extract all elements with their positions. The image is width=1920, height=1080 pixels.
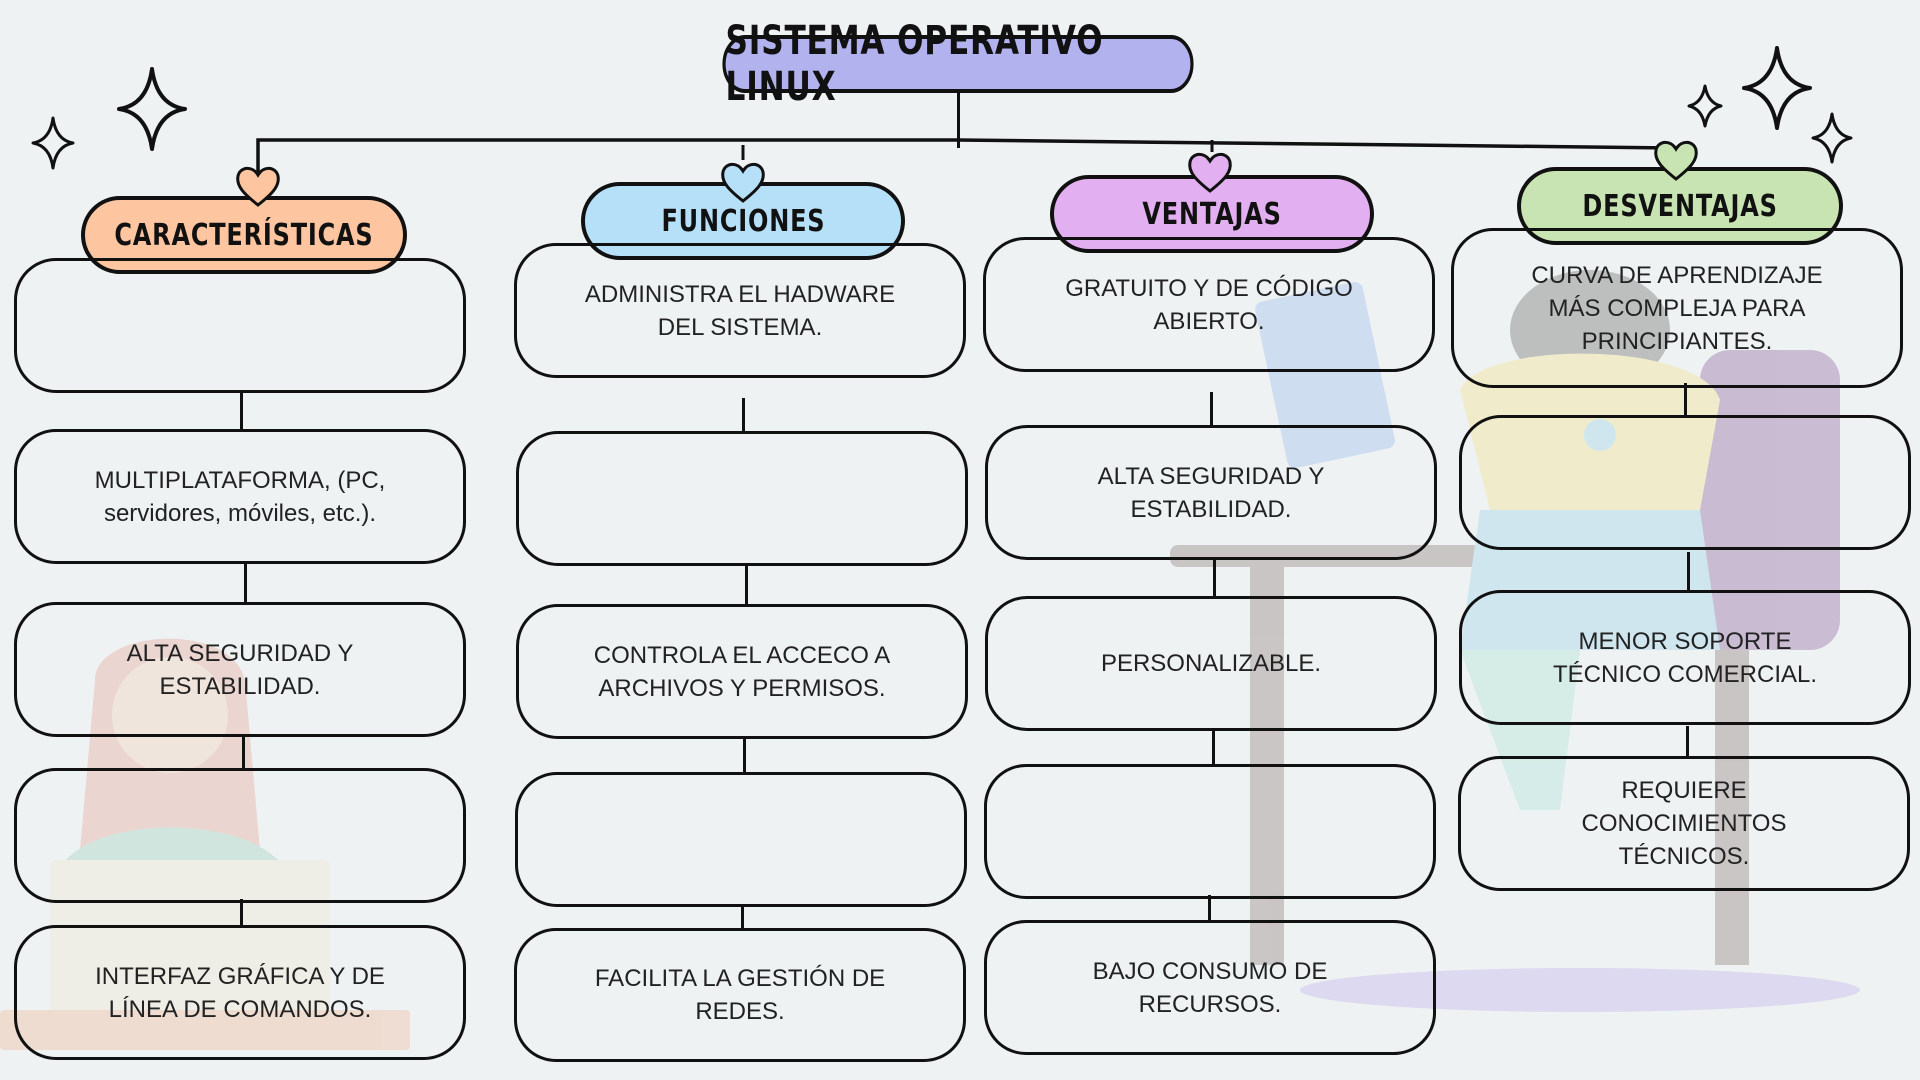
caracteristicas-box-1 bbox=[14, 258, 466, 393]
column-line bbox=[1213, 558, 1216, 596]
column-line bbox=[240, 393, 243, 429]
column-line bbox=[1687, 552, 1690, 592]
diagram-title: SISTEMA OPERATIVO LINUX bbox=[722, 18, 1194, 110]
column-line bbox=[745, 566, 748, 604]
column-line bbox=[741, 904, 744, 928]
ventajas-box-1: GRATUITO Y DE CÓDIGO ABIERTO. bbox=[983, 237, 1435, 372]
column-line bbox=[240, 899, 243, 925]
column-line bbox=[742, 398, 745, 431]
funciones-box-4 bbox=[515, 772, 967, 907]
caracteristicas-box-3: ALTA SEGURIDAD Y ESTABILIDAD. bbox=[14, 602, 466, 737]
ventajas-box-3: PERSONALIZABLE. bbox=[985, 596, 1437, 731]
desventajas-box-3: MENOR SOPORTE TÉCNICO COMERCIAL. bbox=[1459, 590, 1911, 725]
sparkle-icon bbox=[31, 116, 75, 170]
heart-icon bbox=[1654, 140, 1698, 181]
caracteristicas-box-4 bbox=[14, 768, 466, 903]
funciones-box-5: FACILITA LA GESTIÓN DE REDES. bbox=[514, 928, 966, 1062]
heart-icon bbox=[721, 162, 765, 203]
column-line bbox=[743, 738, 746, 772]
heart-icon bbox=[1188, 152, 1232, 193]
sparkle-icon bbox=[1811, 112, 1853, 164]
desventajas-box-1: CURVA DE APRENDIZAJE MÁS COMPLEJA PARA P… bbox=[1451, 228, 1903, 388]
ventajas-box-5: BAJO CONSUMO DE RECURSOS. bbox=[984, 920, 1436, 1055]
header-caracteristicas: CARACTERÍSTICAS bbox=[81, 196, 407, 274]
column-line bbox=[1212, 730, 1215, 764]
header-label: FUNCIONES bbox=[661, 203, 825, 239]
funciones-box-1: ADMINISTRA EL HADWARE DEL SISTEMA. bbox=[514, 243, 966, 378]
funciones-box-3: CONTROLA EL ACCECO A ARCHIVOS Y PERMISOS… bbox=[516, 604, 968, 739]
column-line bbox=[1684, 383, 1687, 415]
header-label: VENTAJAS bbox=[1142, 196, 1282, 232]
desventajas-box-4: REQUIERE CONOCIMIENTOS TÉCNICOS. bbox=[1458, 756, 1910, 891]
funciones-box-2 bbox=[516, 431, 968, 566]
ventajas-box-2: ALTA SEGURIDAD Y ESTABILIDAD. bbox=[985, 425, 1437, 560]
caracteristicas-box-2: MULTIPLATAFORMA, (PC, servidores, móvile… bbox=[14, 429, 466, 564]
column-line bbox=[242, 737, 245, 771]
sparkle-icon bbox=[1687, 84, 1723, 128]
heart-icon bbox=[236, 166, 280, 207]
column-line bbox=[244, 564, 247, 602]
caracteristicas-box-5: INTERFAZ GRÁFICA Y DE LÍNEA DE COMANDOS. bbox=[14, 925, 466, 1060]
header-desventajas: DESVENTAJAS bbox=[1517, 167, 1843, 245]
sparkle-icon bbox=[117, 67, 187, 151]
column-line bbox=[1208, 895, 1211, 920]
header-label: CARACTERÍSTICAS bbox=[114, 217, 374, 253]
column-line bbox=[1686, 726, 1689, 756]
title-stem-line bbox=[957, 93, 960, 148]
column-line bbox=[1210, 392, 1213, 425]
header-funciones: FUNCIONES bbox=[581, 182, 905, 260]
ventajas-box-4 bbox=[984, 764, 1436, 899]
sparkle-icon bbox=[1742, 46, 1812, 130]
header-label: DESVENTAJAS bbox=[1582, 188, 1778, 224]
desventajas-box-2 bbox=[1459, 415, 1911, 550]
